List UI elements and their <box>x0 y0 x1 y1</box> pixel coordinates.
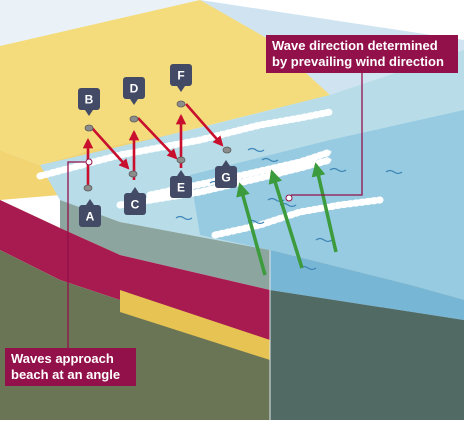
sand-base-front <box>120 290 270 360</box>
point-label-box <box>170 176 192 198</box>
red-arrow-icon <box>185 103 224 147</box>
point-label-text: A <box>86 210 95 224</box>
point-label-text: G <box>221 171 230 185</box>
point-label-pointer <box>85 110 93 116</box>
pebbles <box>83 100 232 192</box>
point-label-pointer <box>177 170 185 176</box>
approach-angle-callout: Waves approach beach at an angle <box>5 348 136 386</box>
point-label-box <box>124 193 146 215</box>
pebble-icon <box>128 170 138 178</box>
point-label-text: F <box>177 69 184 83</box>
point-label-box <box>78 88 100 110</box>
point-label-pointer <box>177 86 185 92</box>
point-label-box <box>215 166 237 188</box>
point-label-box <box>79 205 101 227</box>
approach-callout-line1: Waves approach <box>11 351 114 366</box>
wave-ripple-icon <box>261 157 279 163</box>
wave-ripple-icon <box>175 215 193 221</box>
seabed-front <box>270 290 464 420</box>
point-label-d: D <box>123 77 145 105</box>
red-arrow-icon <box>91 127 130 170</box>
point-label-box <box>170 64 192 86</box>
point-label-c: C <box>124 187 146 215</box>
point-labels: A B C D E F G <box>78 64 237 227</box>
green-arrow-icon <box>268 169 304 269</box>
point-label-text: D <box>130 82 139 96</box>
point-label-pointer <box>131 187 139 193</box>
point-label-g: G <box>215 160 237 188</box>
point-label-pointer <box>222 160 230 166</box>
point-label-f: F <box>170 64 192 92</box>
wave-direction-callout: Wave direction determined by prevailing … <box>266 35 458 73</box>
wind-direction-arrows <box>236 162 338 276</box>
foam-line <box>213 198 382 237</box>
wave-direction-callout-line1: Wave direction determined <box>272 38 438 53</box>
pebble-icon <box>83 184 93 192</box>
green-arrow-icon <box>236 182 267 276</box>
green-arrow-icon <box>311 162 338 253</box>
wave-direction-callout-line2: by prevailing wind direction <box>272 54 444 69</box>
point-label-text: E <box>177 181 185 195</box>
wave-ripple-icon <box>315 237 333 243</box>
pebble-icon <box>222 146 232 154</box>
pebble-icon <box>129 115 139 123</box>
callout-leader-dot <box>285 194 293 202</box>
wave-ripple-icon <box>385 169 403 175</box>
deep-water-front <box>270 250 464 320</box>
wave-ripple-icon <box>329 167 347 173</box>
point-label-a: A <box>79 199 101 227</box>
pebble-icon <box>176 100 186 108</box>
beach-sand <box>0 0 330 165</box>
callout-leader-wave-direction <box>291 68 363 196</box>
point-label-b: B <box>78 88 100 116</box>
point-label-e: E <box>170 170 192 198</box>
point-label-box <box>123 77 145 99</box>
wave-ripple-icon <box>247 147 265 153</box>
foam-line <box>38 110 332 178</box>
pebble-icon <box>176 156 186 164</box>
pebble-icon <box>84 124 94 132</box>
approach-callout-line2: beach at an angle <box>11 367 121 382</box>
red-arrow-icon <box>137 117 178 160</box>
callout-leader-approach <box>67 161 89 348</box>
point-label-text: C <box>131 198 140 212</box>
point-label-text: B <box>85 93 94 107</box>
callout-leader-dot <box>85 158 93 166</box>
point-label-pointer <box>130 99 138 105</box>
point-label-pointer <box>86 199 94 205</box>
